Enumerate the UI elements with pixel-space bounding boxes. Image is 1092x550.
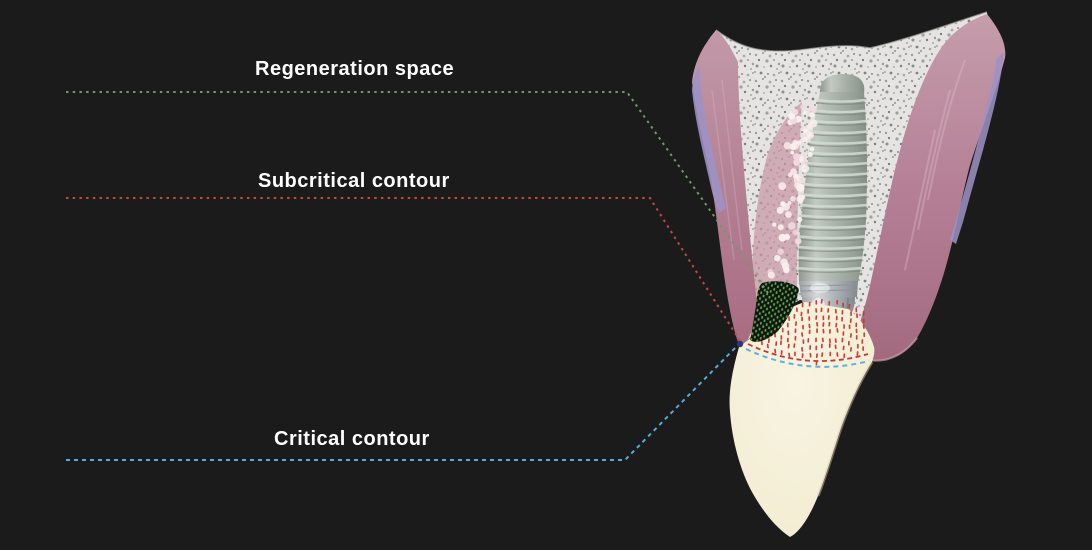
mucosa-accent-left <box>692 68 726 213</box>
subcritical-contour-hatch <box>760 298 866 366</box>
label-subcritical-contour: Subcritical contour <box>258 170 450 192</box>
right-gingiva <box>852 14 1006 362</box>
implant-collar <box>799 281 858 297</box>
label-regeneration-space: Regeneration space <box>255 58 455 80</box>
left-gingiva <box>692 30 757 349</box>
leader-line-subcritical-contour <box>66 197 741 342</box>
critical-contour-line <box>745 348 870 368</box>
mucosa-accent-right <box>950 52 1004 244</box>
label-critical-contour: Critical contour <box>274 428 430 450</box>
regeneration-space-patch <box>750 281 799 342</box>
implant-crown <box>729 302 875 537</box>
regeneration-defect-area <box>752 102 802 299</box>
leader-line-regeneration-space <box>66 91 769 294</box>
implant-apex <box>819 74 865 94</box>
leader-line-critical-contour <box>66 345 738 461</box>
crown-margin-dot <box>736 340 744 348</box>
graft-particles <box>767 104 818 279</box>
subcritical-contour-boundary <box>747 343 869 362</box>
implant-body <box>798 92 868 282</box>
